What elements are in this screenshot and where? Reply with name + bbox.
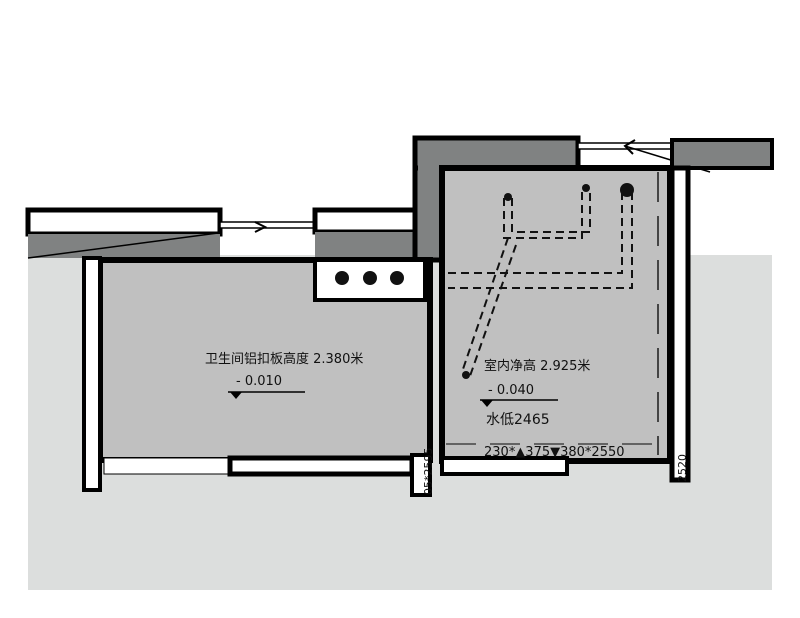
right-column [669, 165, 691, 483]
pipe-icon [390, 271, 404, 285]
left-column [82, 256, 102, 492]
water-level-note: 水低2465 [486, 412, 550, 428]
right-room-ceiling-label: 室内净高 2.925米 [484, 358, 590, 374]
drain-icon [620, 183, 634, 197]
left-exterior-wall [25, 207, 223, 259]
bathroom-bottom-wall [227, 455, 415, 477]
bathroom-ceiling-label: 卫生间铝扣板高度 2.380米 [205, 351, 363, 367]
right-room [439, 165, 673, 464]
level-marker-left [228, 391, 305, 399]
pipe-icon [335, 271, 349, 285]
window-opening-arrow-icon [254, 221, 268, 233]
pipe-shaft-box [313, 258, 427, 302]
pipe-routing [448, 192, 633, 377]
middle-wall [312, 135, 581, 263]
right-room-floor-level: - 0.040 [488, 383, 534, 398]
bathroom-dimension-label: 05*2595 [422, 448, 435, 496]
pipe-icon [363, 271, 377, 285]
bathroom-doorway [103, 457, 230, 475]
beam-dimension-label: 230*▲375▼380*2550 [484, 445, 625, 460]
bathroom-floor-level: - 0.010 [236, 374, 282, 389]
level-marker-right [480, 399, 558, 407]
window-left [219, 221, 316, 261]
right-dimension-label: 2520 [676, 454, 689, 482]
right-exterior-wall [670, 138, 774, 170]
window-opening-arrow-icon [623, 139, 636, 155]
